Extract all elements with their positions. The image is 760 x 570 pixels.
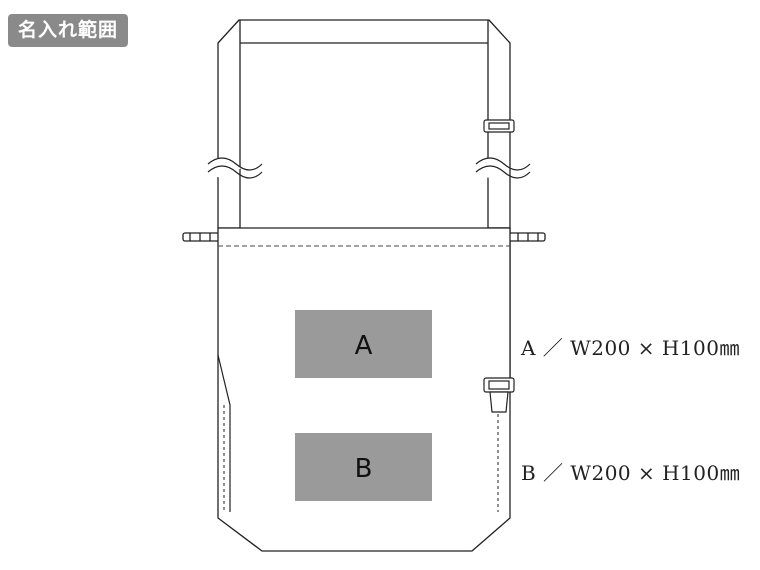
print-area-a-label: A	[355, 331, 373, 361]
strap-adjuster-lower	[483, 377, 515, 413]
cord-stopper-left	[182, 232, 221, 242]
print-area-a-spec: A ／ W200 × H100㎜	[521, 336, 740, 360]
strap-buckle-upper	[483, 119, 515, 133]
side-gusset-left	[217, 354, 231, 512]
bag-body	[217, 227, 511, 552]
strap-outline	[217, 19, 511, 229]
strap-break-right	[475, 157, 531, 179]
strap-break-left	[207, 157, 263, 179]
print-range-badge: 名入れ範囲	[8, 14, 129, 47]
print-area-b-label: B	[355, 454, 373, 484]
print-area-b-spec: B ／ W200 × H100㎜	[521, 461, 741, 485]
print-area-a	[295, 310, 432, 378]
print-area-b	[295, 433, 432, 501]
cord-stopper-right	[507, 232, 546, 242]
